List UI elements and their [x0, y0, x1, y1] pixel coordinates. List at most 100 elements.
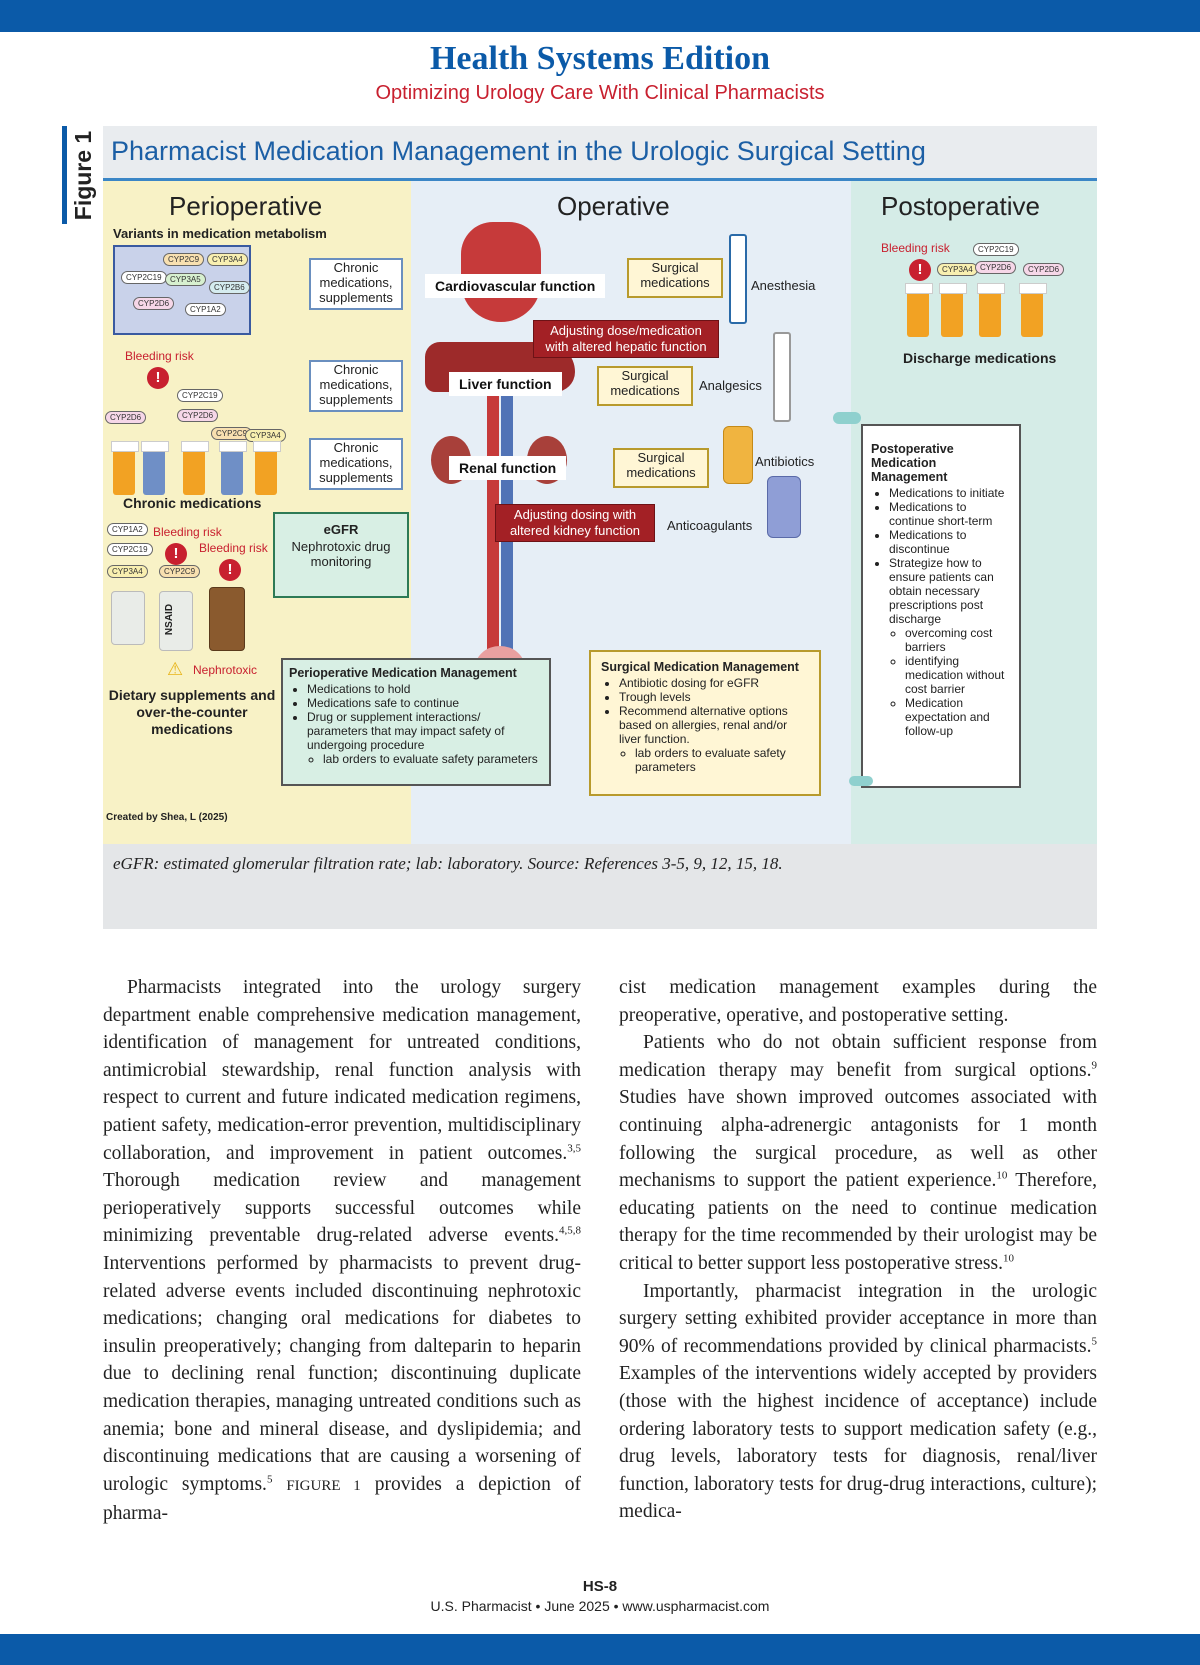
citation: 10: [1002, 1252, 1014, 1265]
pill-bottle-icon: [181, 441, 209, 495]
surgical-meds-box-2: Surgical medications: [597, 366, 693, 406]
supplement-bottle-icon: [209, 587, 245, 651]
nsaid-label: NSAID: [164, 603, 176, 636]
text-run: Studies have shown improved outcomes ass…: [619, 1087, 1097, 1192]
list-subitem: lab orders to evaluate safety parameters: [635, 746, 809, 774]
enzyme-pill: CYP2D6: [177, 409, 219, 422]
bleeding-risk-label: Bleeding risk: [125, 349, 194, 363]
text-run: Thorough medication review and managemen…: [103, 1170, 581, 1247]
enzyme-pill: CYP1A2: [185, 303, 226, 316]
body-column-1: Pharmacists integrated into the urology …: [103, 974, 581, 1528]
warning-icon: !: [219, 559, 241, 581]
perioperative-mgmt-box: Perioperative Medication Management Medi…: [281, 658, 551, 786]
text-run: provides a depiction of pharma-: [103, 1473, 582, 1525]
list-item: Recommend alternative options based on a…: [619, 704, 809, 774]
list-item: Medications to continue short-term: [889, 500, 1011, 528]
cardiovascular-function-label: Cardiovascular function: [425, 274, 606, 298]
bottom-band: [0, 1634, 1200, 1665]
list-subitem: identifying medication without cost barr…: [905, 654, 1011, 696]
liver-function-label: Liver function: [449, 372, 562, 396]
pill-bottle-icon: [141, 441, 169, 495]
supplements-heading: Dietary supplements and over-the-counter…: [108, 687, 276, 737]
body-column-2: cist medication management examples duri…: [619, 974, 1097, 1526]
text-run: Importantly, pharmacist integration in t…: [619, 1280, 1097, 1357]
list-item: Antibiotic dosing for eGFR: [619, 676, 809, 690]
nsaid-bottle: NSAID: [159, 591, 193, 651]
chronic-meds-box-1: Chronic medications, supplements: [309, 258, 403, 310]
pill-bottle-icon: [111, 441, 139, 495]
paragraph: Pharmacists integrated into the urology …: [103, 974, 581, 1528]
chronic-meds-box-2: Chronic medications, supplements: [309, 360, 403, 412]
postoperative-heading: Postoperative: [881, 191, 1040, 221]
enzyme-pill: CYP2C19: [121, 271, 167, 284]
enzyme-pill: CYP2C19: [177, 389, 223, 402]
top-band: [0, 0, 1200, 32]
list-item-text: Strategize how to ensure patients can ob…: [889, 556, 994, 626]
citation: 5: [266, 1473, 273, 1486]
paragraph: cist medication management examples duri…: [619, 977, 1097, 1026]
syringe-icon: [729, 234, 747, 324]
figure-1: Pharmacist Medication Management in the …: [103, 126, 1097, 929]
paragraph: Patients who do not obtain sufficient re…: [619, 1029, 1097, 1277]
enzyme-pill: CYP3A4: [107, 565, 148, 578]
enzyme-box: CYP2C9 CYP3A4 CYP2C19 CYP3A5 CYP2B6 CYP2…: [113, 245, 251, 335]
enzyme-pill: CYP2D6: [133, 297, 175, 310]
egfr-box: eGFR Nephrotoxic drug monitoring: [273, 512, 409, 598]
figure-label: Figure 1: [62, 126, 99, 224]
citation: 5: [1091, 1335, 1098, 1348]
bleeding-risk-label: Bleeding risk: [881, 241, 950, 255]
hepatic-adjust-box: Adjusting dose/medication with altered h…: [533, 320, 719, 358]
list-item: Medications to discontinue: [889, 528, 1011, 556]
list-item: Medications safe to continue: [307, 696, 543, 710]
nephrotoxic-label: Nephrotoxic: [193, 663, 258, 677]
citation: 9: [1091, 1059, 1098, 1072]
enzyme-pill: CYP3A4: [207, 253, 248, 266]
pill-bottle-icon: [253, 441, 281, 495]
enzyme-pill: CYP2C9: [159, 565, 201, 578]
list-subitem: Medication expectation and follow-up: [905, 696, 1011, 738]
list-item: Drug or supplement interactions/ paramet…: [307, 710, 543, 766]
antibiotics-label: Antibiotics: [755, 454, 815, 469]
enzyme-pill: CYP2B6: [209, 281, 250, 294]
edition-title: Health Systems Edition: [429, 40, 771, 77]
edition-subtitle: Optimizing Urology Care With Clinical Ph…: [375, 82, 825, 104]
text-run: Examples of the interventions widely acc…: [619, 1363, 1097, 1523]
figure-caption: eGFR: estimated glomerular filtration ra…: [113, 854, 783, 873]
warning-icon: !: [909, 259, 931, 281]
citation: 3,5: [567, 1142, 581, 1155]
pill-bottle-icon: [977, 283, 1005, 337]
operative-heading: Operative: [557, 191, 670, 221]
egfr-body: Nephrotoxic drug monitoring: [291, 539, 391, 569]
enzyme-pill: CYP3A4: [937, 263, 978, 276]
list-item: Trough levels: [619, 690, 809, 704]
perioperative-heading: Perioperative: [169, 191, 323, 221]
enzyme-pill: CYP2D6: [975, 261, 1017, 274]
bleeding-risk-label: Bleeding risk: [153, 525, 222, 539]
figure-credit: Created by Shea, L (2025): [106, 812, 228, 823]
renal-function-label: Renal function: [449, 456, 567, 480]
enzyme-pill: CYP1A2: [107, 523, 148, 536]
warning-triangle-icon: ⚠: [167, 659, 184, 679]
enzyme-pill: CYP2D6: [105, 411, 147, 424]
list-item: Medications to hold: [307, 682, 543, 696]
surgical-meds-box-3: Surgical medications: [613, 448, 709, 488]
list-subitem: lab orders to evaluate safety parameters: [323, 752, 543, 766]
citation: 10: [996, 1169, 1008, 1182]
list-item: Strategize how to ensure patients can ob…: [889, 556, 1011, 738]
capsule-icon: [849, 776, 873, 786]
citation: 4,5,8: [559, 1224, 581, 1237]
surgical-meds-box-1: Surgical medications: [627, 258, 723, 298]
enzyme-pill: CYP2C19: [107, 543, 153, 556]
figure-title-bar: Pharmacist Medication Management in the …: [103, 126, 1097, 181]
postoperative-mgmt-box: Postoperative Medication Management Medi…: [861, 424, 1021, 788]
page-number: HS-8: [582, 1578, 618, 1595]
discharge-medications-label: Discharge medications: [903, 350, 1057, 366]
pill-bottle-icon: [219, 441, 247, 495]
figure-label-text: Figure 1: [70, 130, 97, 221]
text-run: Therefore, educating patients on the nee…: [619, 1170, 1097, 1274]
enzyme-pill: CYP2C19: [973, 243, 1019, 256]
publication-footer: U.S. Pharmacist • June 2025 • www.usphar…: [430, 1598, 770, 1614]
analgesics-label: Analgesics: [699, 378, 762, 393]
pill-bottle-icon: [905, 283, 933, 337]
postoperative-mgmt-title: Postoperative Medication Management: [871, 442, 954, 484]
